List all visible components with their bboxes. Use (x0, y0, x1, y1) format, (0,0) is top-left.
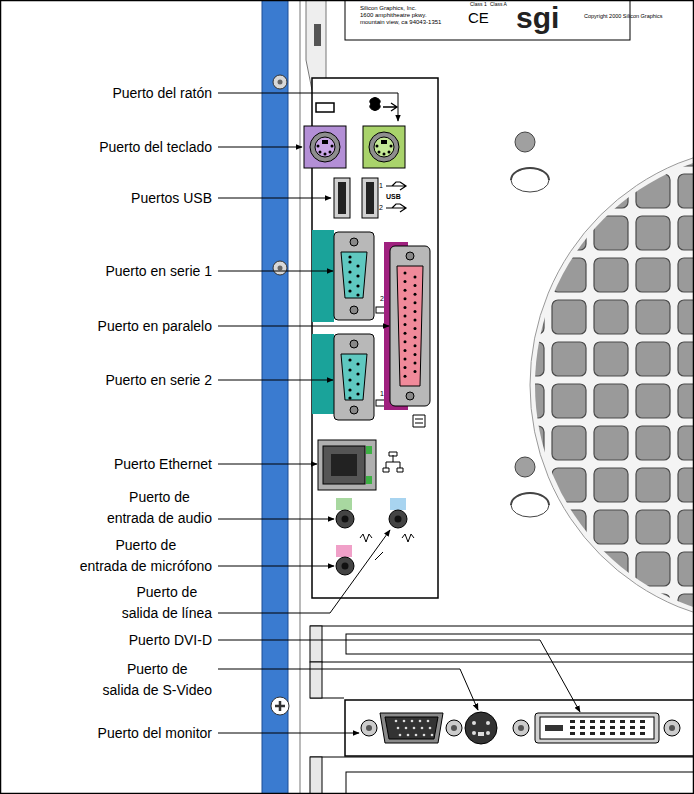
port-label: Puertos USB (131, 188, 212, 209)
port-label: Puerto de entrada de micrófono (80, 535, 212, 577)
panel-marking: sgi (516, 3, 559, 33)
panel-marking: CE (468, 10, 489, 25)
port-label: Puerto de salida de línea (122, 582, 212, 624)
port-label: Puerto Ethernet (114, 454, 212, 475)
panel-marking: USB (386, 193, 401, 200)
port-label: Puerto del teclado (99, 137, 212, 158)
panel-marking: Silicon Graphics, Inc. (360, 5, 416, 11)
port-label: Puerto de entrada de audio (107, 487, 212, 529)
port-label: Puerto en serie 2 (105, 370, 212, 391)
panel-marking: mountain view, ca 94043-1351 (360, 19, 441, 25)
panel-marking: Copyright 2000 Silicon Graphics (584, 14, 663, 20)
port-label: Puerto en paralelo (98, 316, 212, 337)
panel-marking: 1600 amphitheatre pkwy. (360, 12, 427, 18)
port-label: Puerto del monitor (98, 723, 212, 744)
panel-marking: 2 (379, 204, 383, 211)
panel-marking: 1 (379, 182, 383, 189)
panel-marking: 2 (380, 295, 384, 302)
panel-marking: Class A (490, 2, 507, 7)
port-label: Puerto DVI-D (129, 630, 212, 651)
port-label: Puerto en serie 1 (105, 261, 212, 282)
leader-lines (218, 93, 580, 733)
port-label: Puerto del ratón (112, 83, 212, 104)
port-label: Puerto de salida de S-Video (103, 659, 212, 701)
panel-marking: 1 (380, 390, 384, 397)
panel-marking: Class 1 (470, 2, 487, 7)
